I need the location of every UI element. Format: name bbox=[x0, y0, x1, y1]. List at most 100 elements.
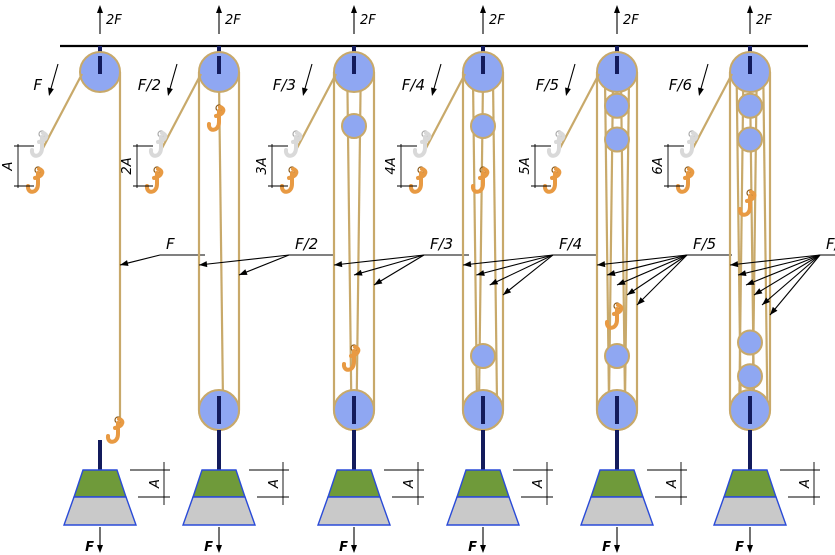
pull-force-arrowhead bbox=[565, 87, 571, 96]
rope-force-pointer-head bbox=[463, 261, 472, 268]
hook-travel-label: 3A bbox=[255, 157, 270, 174]
upper-small-pulley bbox=[341, 113, 367, 139]
pull-rope bbox=[558, 73, 600, 151]
rope-force-pointer bbox=[606, 254, 688, 276]
rope-force-pointer bbox=[636, 254, 688, 306]
bottom-force-arrowhead bbox=[97, 545, 103, 553]
load-hook bbox=[106, 416, 125, 444]
rope-force-pointer-head bbox=[374, 278, 383, 285]
hook-body bbox=[106, 421, 120, 444]
rope-force-label: F/6 bbox=[826, 235, 835, 253]
pull-rope bbox=[295, 73, 337, 151]
top-force-arrowhead bbox=[97, 5, 103, 13]
idle-hook bbox=[149, 130, 168, 158]
hook-body bbox=[413, 135, 427, 158]
top-force-label: 2F bbox=[106, 13, 122, 28]
weight-upper bbox=[192, 469, 246, 498]
top-force-label: 2F bbox=[360, 13, 376, 28]
top-force-arrowhead bbox=[747, 5, 753, 13]
pull-rope bbox=[41, 73, 83, 151]
lift-label: A bbox=[531, 479, 546, 489]
bottom-force-label: F bbox=[735, 540, 744, 555]
hook-body bbox=[543, 171, 557, 194]
bottom-force-label: F bbox=[602, 540, 611, 555]
systems-layer: 2FFAFAF2FF/22AF/2AF2FF/33AF/3AF2FF/44AF/… bbox=[1, 5, 835, 555]
rope-force-pointer-head bbox=[334, 261, 343, 268]
rope-force-pointer bbox=[769, 254, 821, 316]
lift-label: A bbox=[148, 479, 163, 489]
hook-top bbox=[687, 131, 699, 144]
hook-travel-label: 5A bbox=[518, 157, 533, 174]
hook-top bbox=[554, 131, 566, 144]
hook-top bbox=[156, 131, 168, 144]
top-force-arrowhead bbox=[480, 5, 486, 13]
hook-body bbox=[207, 109, 221, 132]
rope-strand bbox=[491, 79, 499, 403]
weight-upper bbox=[73, 469, 127, 498]
rope-strand bbox=[738, 79, 745, 403]
rope-force-pointer bbox=[462, 254, 554, 266]
hook-body bbox=[605, 307, 619, 330]
hook-top bbox=[33, 167, 45, 180]
pull-force-arrow bbox=[566, 63, 576, 93]
pull-force-arrowhead bbox=[302, 87, 308, 96]
pull-hook bbox=[543, 166, 562, 194]
idle-hook bbox=[413, 130, 432, 158]
hook-top bbox=[420, 131, 432, 144]
rope-force-pointer-head bbox=[354, 269, 363, 276]
pull-force-arrowhead bbox=[167, 87, 173, 96]
upper-small-pulley bbox=[604, 92, 630, 119]
top-force-arrowhead bbox=[216, 5, 222, 13]
pull-force-arrow bbox=[432, 63, 442, 93]
pulley-hook bbox=[471, 166, 490, 194]
upper-small-pulley bbox=[470, 113, 496, 139]
hook-top bbox=[152, 167, 164, 180]
pull-force-label: F/4 bbox=[402, 76, 425, 94]
rope-strand bbox=[762, 79, 769, 403]
rope-force-pointer-head bbox=[754, 288, 763, 295]
rope-force-pointer bbox=[745, 254, 821, 286]
pull-hook bbox=[280, 166, 299, 194]
hook-body bbox=[547, 135, 561, 158]
hook-travel-label: 2A bbox=[120, 157, 135, 174]
pull-force-label: F/6 bbox=[669, 76, 692, 94]
rope-force-pointer-head bbox=[199, 261, 208, 268]
bottom-force-arrowhead bbox=[351, 545, 357, 553]
rope-force-label: F/3 bbox=[430, 235, 453, 253]
bottom-force-label: F bbox=[339, 540, 348, 555]
rope-force-pointer bbox=[737, 254, 821, 276]
hook-top bbox=[349, 345, 361, 358]
pull-force-arrowhead bbox=[431, 87, 437, 96]
pull-rope bbox=[691, 73, 733, 151]
hook-top bbox=[287, 167, 299, 180]
bottom-force-arrowhead bbox=[480, 545, 486, 553]
rope-force-pointer-head bbox=[770, 306, 778, 315]
upper-small-pulley bbox=[737, 92, 763, 119]
lift-label: A bbox=[798, 479, 813, 489]
rope-force-pointer bbox=[729, 254, 821, 266]
rope-force-pointer-head bbox=[637, 297, 645, 305]
pull-hook bbox=[676, 166, 695, 194]
pull-force-label: F/5 bbox=[536, 76, 559, 94]
pull-force-label: F/2 bbox=[138, 76, 161, 94]
hook-top bbox=[550, 167, 562, 180]
weight-upper bbox=[590, 469, 644, 498]
lower-small-pulley bbox=[470, 343, 496, 369]
hook-body bbox=[738, 194, 752, 217]
pull-force-arrowhead bbox=[698, 87, 704, 96]
rope-force-pointer-head bbox=[607, 270, 616, 276]
top-force-label: 2F bbox=[623, 13, 639, 28]
hook-body bbox=[471, 171, 485, 194]
bottom-force-arrowhead bbox=[747, 545, 753, 553]
rope-force-pointer-head bbox=[746, 279, 755, 285]
rope-force-pointer bbox=[616, 254, 688, 286]
hook-body bbox=[26, 171, 40, 194]
bottom-force-arrowhead bbox=[614, 545, 620, 553]
hook-top bbox=[291, 131, 303, 144]
pull-hook bbox=[145, 166, 164, 194]
hook-top bbox=[214, 105, 226, 118]
hook-body bbox=[149, 135, 163, 158]
